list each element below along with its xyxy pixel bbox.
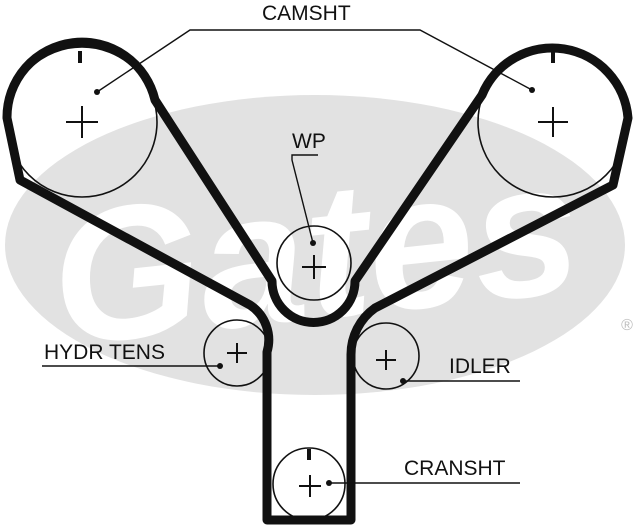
right-cam-leader-dot (529, 87, 535, 93)
tensioner-leader-dot (217, 363, 223, 369)
idler-leader-dot (400, 378, 406, 384)
right-cam-center-mark (538, 107, 568, 137)
wp-leader (291, 154, 318, 244)
hydraulic-tensioner-label: HYDR TENS (44, 341, 165, 364)
wp-center-mark (302, 255, 326, 279)
crank-center-mark (299, 475, 321, 497)
left-cam-leader-dot (94, 89, 100, 95)
idler-label: IDLER (449, 355, 511, 378)
registered-mark: ® (621, 317, 633, 334)
camshaft-label: CAMSHT (262, 2, 351, 25)
wp-leader-dot (310, 240, 316, 246)
crankshaft-label: CRANSHT (404, 457, 506, 480)
idler-center-mark (376, 350, 396, 370)
camshaft-leader-left (96, 29, 533, 93)
water-pump-pulley (276, 225, 352, 301)
timing-belt (2, 37, 633, 525)
left-cam-center-mark (66, 106, 98, 138)
tensioner-center-mark (227, 343, 247, 363)
crank-leader-dot (326, 480, 332, 486)
water-pump-label: WP (292, 130, 326, 153)
